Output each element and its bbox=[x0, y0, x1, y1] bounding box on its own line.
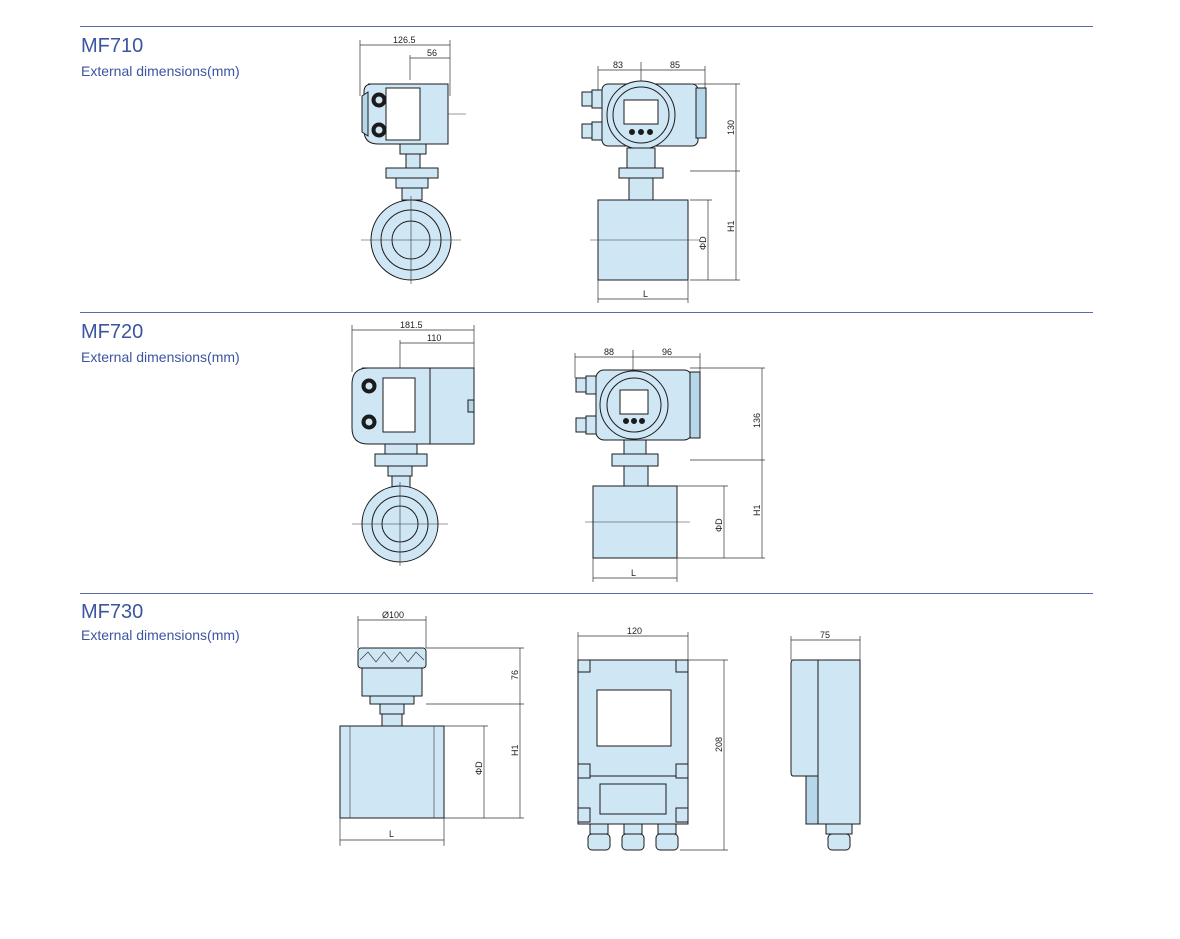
mf710-dim-front-left: 83 bbox=[613, 60, 623, 70]
mf720-dim-side-total: 181.5 bbox=[400, 320, 423, 330]
mf730-dim-dia: ΦD bbox=[474, 761, 484, 775]
mf710-dim-head-height: 130 bbox=[726, 120, 736, 135]
subtitle-mf720: External dimensions(mm) bbox=[81, 349, 240, 365]
mf720-dim-side-part: 110 bbox=[427, 333, 441, 343]
mf720-front-view: 88 96 136 H1 ΦD L bbox=[574, 347, 765, 582]
model-title-mf720: MF720 bbox=[81, 321, 144, 343]
mf710-dim-front-right: 85 bbox=[670, 60, 680, 70]
mf710-dim-length: L bbox=[643, 289, 648, 299]
model-title-mf710: MF710 bbox=[81, 35, 144, 57]
mf730-dim-box-width: 120 bbox=[627, 626, 642, 636]
subtitle-mf730: External dimensions(mm) bbox=[81, 627, 240, 643]
mf720-dim-head-height: 136 bbox=[752, 413, 762, 428]
mf730-dim-box-depth: 75 bbox=[820, 630, 830, 640]
mf720-dim-length: L bbox=[631, 568, 636, 578]
mf710-dim-dia: ΦD bbox=[698, 236, 708, 250]
mf730-converter-side-view: 75 bbox=[790, 630, 861, 851]
section-divider-mf720 bbox=[80, 312, 1093, 313]
subtitle-mf710: External dimensions(mm) bbox=[81, 63, 240, 79]
mf710-front-view: 83 85 130 H1 ΦD L bbox=[581, 60, 740, 303]
mf730-dim-box-height: 208 bbox=[714, 737, 724, 752]
mf730-dim-length: L bbox=[389, 829, 394, 839]
model-title-mf730: MF730 bbox=[81, 601, 144, 623]
mf720-dim-front-left: 88 bbox=[604, 347, 614, 357]
mf710-dim-h1: H1 bbox=[726, 220, 736, 232]
mf720-dim-dia: ΦD bbox=[714, 518, 724, 532]
mf730-dim-h1: H1 bbox=[510, 744, 520, 756]
section-divider-mf710 bbox=[80, 26, 1093, 27]
mf720-dim-h1: H1 bbox=[752, 504, 762, 516]
mf710-side-view: 126.5 56 bbox=[359, 35, 466, 284]
mf730-converter-front-view: 120 208 bbox=[577, 626, 728, 851]
mf730-dim-head-height: 76 bbox=[510, 670, 520, 680]
mf720-dim-front-right: 96 bbox=[662, 347, 672, 357]
mf730-dim-head-dia: Ø100 bbox=[382, 610, 404, 620]
mf730-sensor-view: Ø100 76 H1 ΦD L bbox=[339, 610, 524, 846]
mf710-dim-side-part: 56 bbox=[427, 48, 437, 58]
mf710-dim-side-total: 126.5 bbox=[393, 35, 416, 45]
section-divider-mf730 bbox=[80, 593, 1093, 594]
mf720-side-view: 181.5 110 bbox=[351, 320, 475, 566]
